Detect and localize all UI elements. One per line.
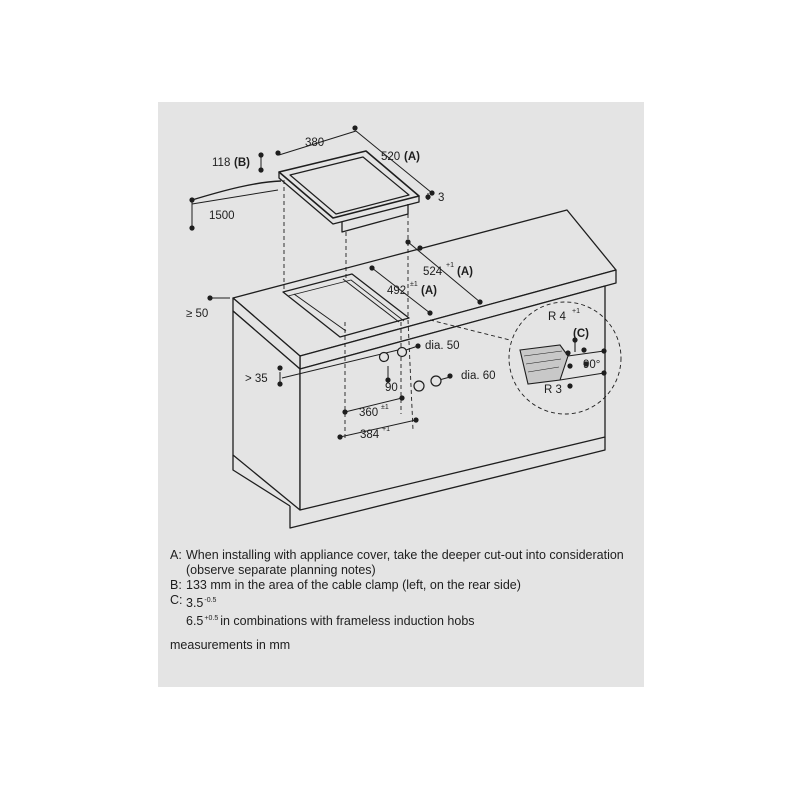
dim-hole-small: dia. 50 (425, 340, 460, 352)
dim-rim: 3 (438, 192, 444, 204)
dim-unit-height: 118 (212, 157, 230, 169)
hole-60-right (430, 375, 442, 387)
appliance-body (341, 204, 409, 233)
dim-cutout-width: 492 (387, 285, 406, 297)
detail-callout-circle (508, 301, 622, 415)
dim-inner-width-a: 360 (359, 407, 378, 419)
worktop-cutout (282, 273, 410, 338)
dim-unit-depth: 520 (381, 151, 400, 163)
detail-ref: (C) (573, 328, 589, 340)
dim-cutout-width-tol: ±1 (410, 281, 418, 288)
dim-inner-width-a-tol: ±1 (381, 404, 389, 411)
dim-cutout-depth: 524 (423, 266, 443, 278)
note-a: A: When installing with appliance cover,… (170, 548, 624, 577)
note-c-tol2: +0.5 (204, 615, 219, 622)
note-c-text2: in combinations with frameless induction… (220, 614, 475, 628)
hole-50-left (378, 351, 390, 363)
dim-cable-length: 1500 (209, 210, 235, 222)
dim-unit-depth-ref: (A) (404, 151, 420, 163)
dim-cutout-width-ref: (A) (421, 285, 437, 297)
dim-hole-spacing: 90 (385, 382, 398, 394)
units-note: measurements in mm (170, 638, 291, 652)
hole-50-right (396, 346, 408, 358)
detail-profile (519, 344, 569, 385)
dim-rear-clearance: ≥ 50 (186, 308, 208, 320)
detail-radius-top: R 4 (548, 311, 567, 323)
dim-cutout-depth-tol: +1 (446, 262, 454, 269)
note-b: B: 133 mm in the area of the cable clamp… (170, 578, 521, 592)
plinth (232, 437, 606, 529)
detail-radius-bottom: R 3 (544, 384, 562, 396)
power-cable (191, 180, 282, 201)
dim-front-clearance: > 35 (245, 373, 268, 385)
dim-cutout-depth-ref: (A) (457, 266, 473, 278)
note-c-value2: 6.5 (186, 614, 204, 628)
dim-inner-width-b: 384 (360, 429, 380, 441)
hole-60-left (413, 380, 425, 392)
note-c-tol: -0.5 (204, 597, 217, 604)
dim-inner-width-b-tol: +1 (382, 426, 390, 433)
note-c-value: 3.5 (186, 596, 204, 610)
detail-radius-top-tol: +1 (572, 308, 580, 315)
detail-angle: 90° (583, 359, 600, 371)
dim-unit-width: 380 (305, 137, 324, 149)
dim-unit-height-ref: (B) (234, 157, 250, 169)
dim-hole-large: dia. 60 (461, 370, 496, 382)
footnotes: A: When installing with appliance cover,… (170, 548, 630, 629)
